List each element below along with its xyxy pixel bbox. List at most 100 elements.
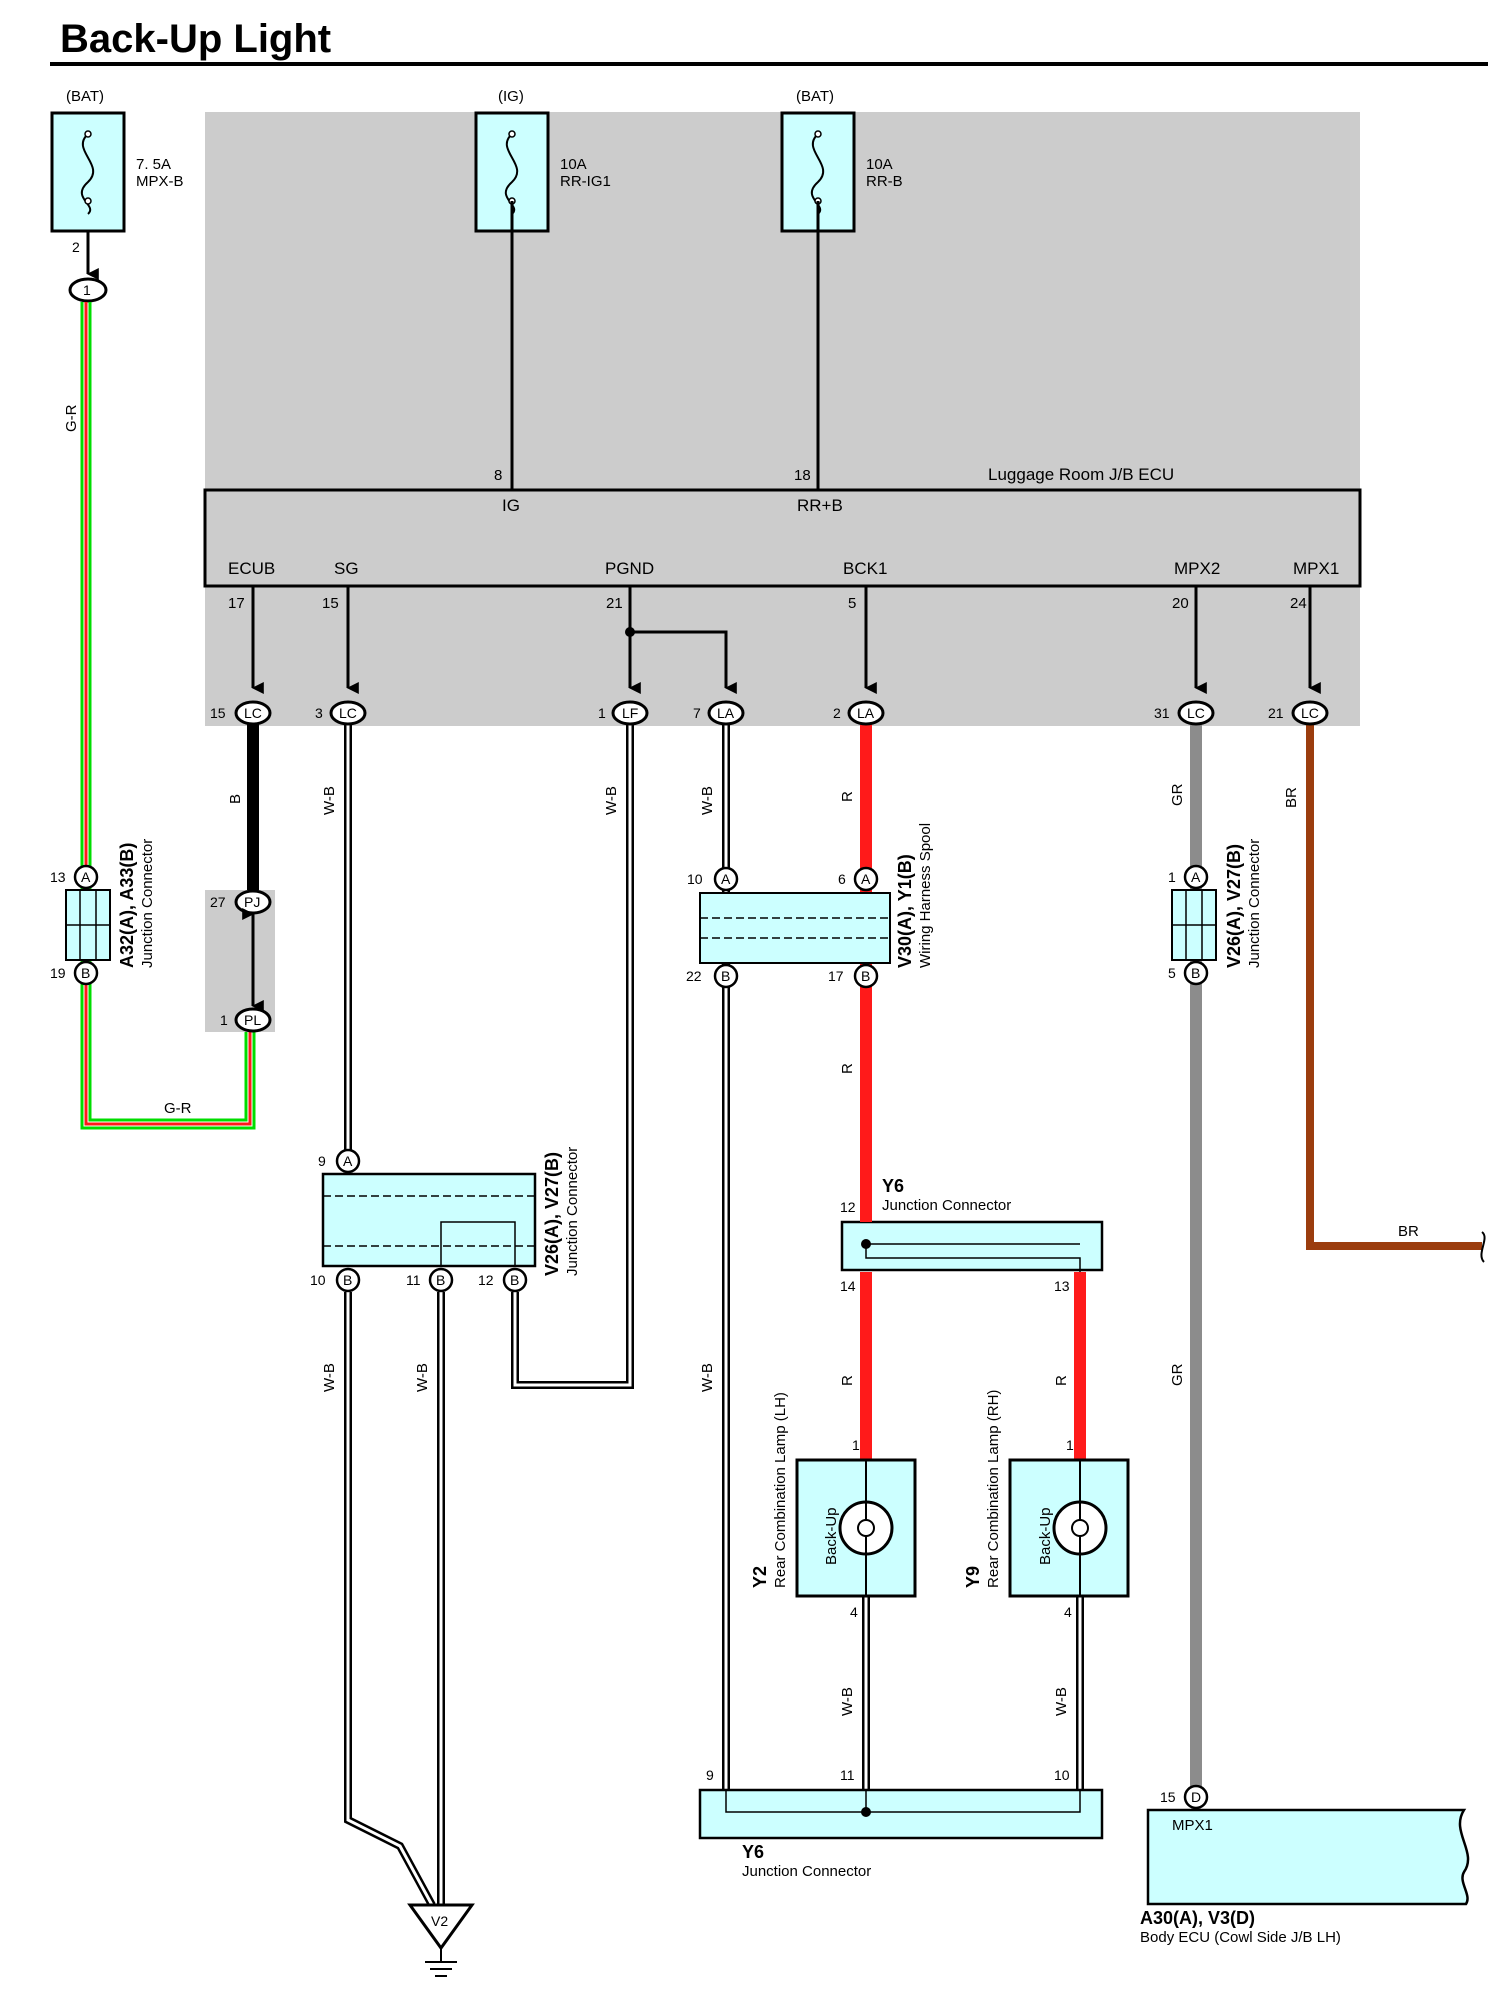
wire-label-w-b: W-B <box>321 1363 338 1392</box>
ecu-code: A30(A), V3(D) <box>1140 1908 1255 1928</box>
terminal-name: PGND <box>605 559 654 578</box>
connector-letter: B <box>510 1272 519 1288</box>
pin-label: 15 <box>322 595 339 612</box>
pin-label: 9 <box>318 1153 326 1169</box>
pin-label: 13 <box>1054 1278 1070 1294</box>
lamp-code: Y9 <box>963 1566 983 1588</box>
connector-code: LF <box>622 705 638 721</box>
pin-label: 4 <box>1064 1604 1072 1620</box>
pin-label: 17 <box>228 595 245 612</box>
connector-letter: B <box>436 1272 445 1288</box>
lamp-name: Rear Combination Lamp (RH) <box>985 1390 1002 1588</box>
pin-label: 10 <box>310 1272 326 1288</box>
lamp-code: Y2 <box>750 1566 770 1588</box>
junction-subtitle: Junction Connector <box>1246 839 1263 968</box>
pin-label: 5 <box>848 595 856 612</box>
wire-g-r <box>80 302 256 1130</box>
junction-a32-a33: A B 13 19 A32(A), A33(B) Junction Connec… <box>50 839 156 986</box>
terminal-name: ECUB <box>228 559 275 578</box>
wire-label-w-b: W-B <box>699 786 716 815</box>
connector-code: LA <box>857 705 875 721</box>
wire-label-w-b: W-B <box>1053 1687 1070 1716</box>
fuse-source-label: (IG) <box>498 88 524 105</box>
pin-label: 14 <box>840 1278 856 1294</box>
connector-letter: A <box>721 871 731 887</box>
luggage-room-jb-ecu: Luggage Room J/B ECU 8 18 IG RR+B ECUB S… <box>203 465 1362 588</box>
junction-code: Y6 <box>742 1842 764 1862</box>
pin-label: 21 <box>606 595 623 612</box>
pin-label: 22 <box>686 968 702 984</box>
terminal-name: BCK1 <box>843 559 887 578</box>
wire-label-r: R <box>839 1063 856 1074</box>
wire-r-bck1 <box>860 714 1086 1460</box>
wire-w-b-ground <box>344 1292 445 1907</box>
rear-combination-lamp-rh: 1 Back-Up 4 Y9 Rear Combination Lamp (RH… <box>963 1390 1130 1620</box>
pin-label: 10 <box>687 871 703 887</box>
pin-label: 12 <box>478 1272 494 1288</box>
fuse-rating: 7. 5A <box>136 156 171 173</box>
junction-y6-bottom: 9 11 10 Y6 Junction Connector <box>698 1767 1104 1880</box>
wire-w-b-lamps <box>862 1596 1084 1790</box>
pin-label: 2 <box>833 705 841 721</box>
ecu-name: Body ECU (Cowl Side J/B LH) <box>1140 1929 1341 1946</box>
wire-label-w-b: W-B <box>699 1363 716 1392</box>
pin-label: 13 <box>50 869 66 885</box>
junction-name: Junction Connector <box>882 1197 1011 1214</box>
terminal-name: MPX1 <box>1172 1817 1213 1834</box>
jb-connector-row: LC 15 LC 3 LF 1 LA 7 LA 2 LC 31 LC 21 <box>210 700 1329 726</box>
junction-subtitle: Wiring Harness Spool <box>917 823 934 968</box>
pin-label: 15 <box>1160 1789 1176 1805</box>
terminal-name: SG <box>334 559 359 578</box>
wire-label-r: R <box>839 1375 856 1386</box>
connector-letter: B <box>721 968 730 984</box>
terminal-name: MPX2 <box>1174 559 1220 578</box>
wire-label-br: BR <box>1398 1223 1419 1240</box>
wire-label-g-r: G-R <box>63 404 80 432</box>
connector-pj-pl: PJ 27 PL 1 <box>210 889 272 1033</box>
connector-letter: A <box>81 869 91 885</box>
junction-v26-v27-right: A B 1 5 V26(A), V27(B) Junction Connecto… <box>1168 839 1263 986</box>
connector-letter: D <box>1191 1789 1201 1805</box>
wire-label-b: B <box>227 794 244 804</box>
fuse-name: RR-B <box>866 173 903 190</box>
pin-label: 12 <box>840 1199 856 1215</box>
pin-label: 9 <box>706 1767 714 1783</box>
junction-subtitle: Junction Connector <box>139 839 156 968</box>
terminal-name: IG <box>502 496 520 515</box>
connector-letter: A <box>861 871 871 887</box>
wire-label-w-b: W-B <box>414 1363 431 1392</box>
ecu-name: Luggage Room J/B ECU <box>988 465 1174 484</box>
junction-v30-y1: A A B B 10 6 22 17 V30(A), Y1(B) Wiring … <box>686 823 934 989</box>
pin-label: 11 <box>840 1767 855 1783</box>
wire-label-gr: GR <box>1169 783 1186 806</box>
pin-label: 27 <box>210 894 226 910</box>
wire-w-b-pgnd <box>511 714 634 1389</box>
lamp-name: Rear Combination Lamp (LH) <box>772 1392 789 1588</box>
pin-label: 10 <box>1054 1767 1070 1783</box>
fuse-source-label: (BAT) <box>66 88 104 105</box>
junction-title: V26(A), V27(B) <box>1224 844 1244 968</box>
connector-letter: A <box>343 1153 353 1169</box>
wire-label-w-b: W-B <box>603 786 620 815</box>
junction-title: V26(A), V27(B) <box>542 1152 562 1276</box>
connector-letter: A <box>1191 869 1201 885</box>
pin-label: 8 <box>494 467 502 484</box>
connector-code: 1 <box>83 282 91 298</box>
pin-label: 1 <box>1168 869 1176 885</box>
pin-label: 21 <box>1268 705 1284 721</box>
pin-label: 6 <box>838 871 846 887</box>
connector-letter: B <box>861 968 870 984</box>
junction-v26-v27-left: A 9 B B B 10 11 12 V26(A), V27(B) Juncti… <box>310 1147 581 1293</box>
ground-code: V2 <box>431 1913 448 1929</box>
wire-label-r: R <box>1053 1375 1070 1386</box>
wire-label-r: R <box>839 791 856 802</box>
junction-y6-top: Y6 Junction Connector 12 14 13 <box>840 1176 1104 1294</box>
page-title: Back-Up Light <box>60 17 331 61</box>
connector-code: LC <box>244 705 262 721</box>
junction-name: Junction Connector <box>742 1863 871 1880</box>
terminal-name: MPX1 <box>1293 559 1339 578</box>
connector-code: LC <box>1187 705 1205 721</box>
junction-code: Y6 <box>882 1176 904 1196</box>
pin-label: 1 <box>852 1437 860 1453</box>
